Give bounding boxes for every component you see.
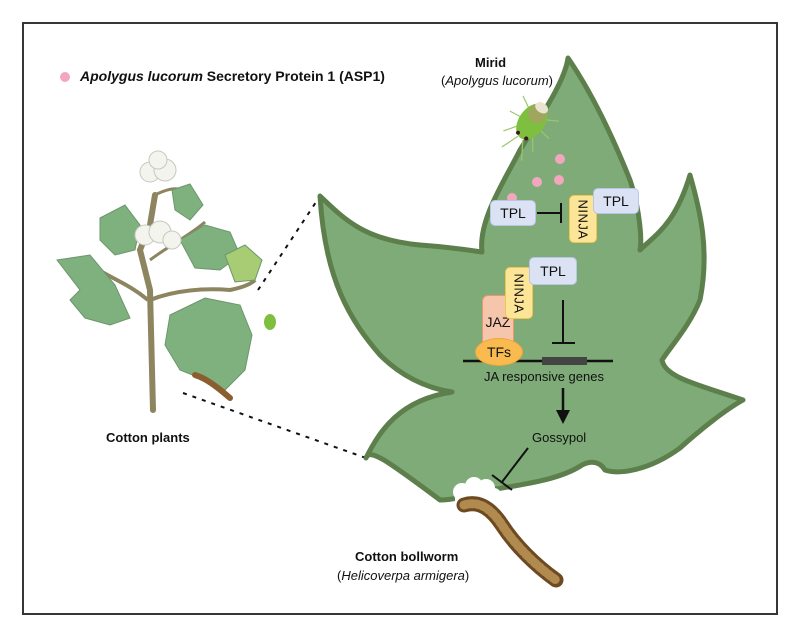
mirid-icon [501, 95, 560, 161]
cotton-plant-icon [56, 150, 276, 413]
asp1-legend-species: Apolygus lucorum [80, 68, 203, 84]
arrow-genes-to-gossypol [556, 388, 570, 424]
asp1-legend-text: Secretory Protein 1 (ASP1) [202, 68, 385, 84]
tpl-box-free: TPL [593, 188, 639, 214]
gossypol-label: Gossypol [532, 430, 587, 445]
asp1-dot [532, 177, 542, 187]
mirid-title: Mirid [475, 55, 507, 70]
mirid-scientific-name: (Apolygus lucorum) [441, 73, 554, 88]
asp1-legend: Apolygus lucorum Secretory Protein 1 (AS… [80, 68, 385, 84]
tfs-box: TFs [475, 338, 523, 366]
bollworm-title: Cotton bollworm [355, 549, 459, 564]
ja-responsive-genes-label: JA responsive genes [484, 369, 604, 384]
tpl-box-complex: TPL [529, 257, 577, 285]
asp1-dot [554, 175, 564, 185]
zoom-line-top [257, 195, 321, 291]
figure-frame [22, 22, 778, 615]
zoom-line-bottom [182, 392, 367, 459]
asp1-dot [555, 154, 565, 164]
gene-block [542, 357, 587, 365]
repress-gene [552, 300, 575, 344]
cotton-plants-label: Cotton plants [106, 430, 190, 445]
ninja-box-top: NINJA [569, 195, 597, 243]
legend-dot [60, 72, 70, 82]
bollworm-icon [456, 496, 564, 588]
bollworm-scientific-name: (Helicoverpa armigera) [337, 568, 470, 583]
ninja-box-complex: NINJA [505, 267, 533, 319]
inhibit-tpl-ninja [537, 203, 562, 223]
tpl-box-asp1-bound: TPL [490, 200, 536, 226]
asp1-dots [60, 72, 565, 203]
inhibit-gossypol-bollworm [491, 447, 529, 491]
